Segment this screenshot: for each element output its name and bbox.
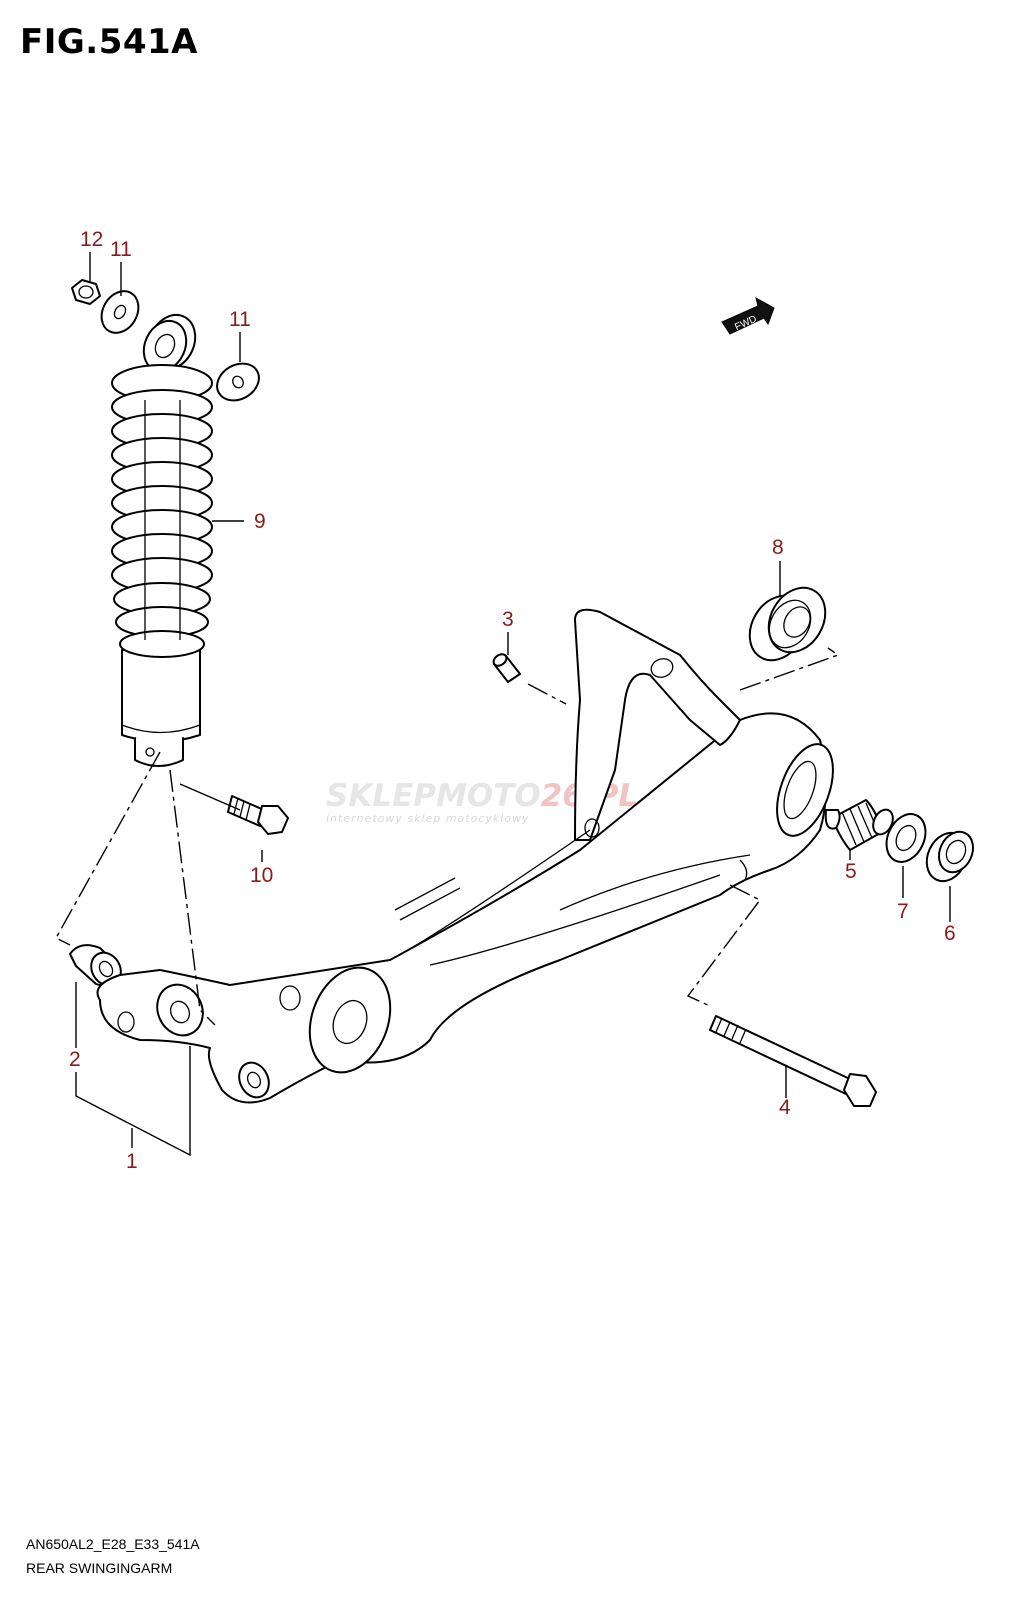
collar-3	[492, 653, 521, 683]
lock-nut-6	[925, 830, 975, 883]
pivot-bolt-4	[709, 1015, 877, 1107]
diagram-code: AN650AL2_E28_E33_541A	[26, 1536, 200, 1552]
callout-6: 6	[944, 922, 956, 945]
rear-swingarm	[96, 608, 834, 1104]
callouts: 12 11 11 9 10 3 8 5 7 6 4 2 1	[69, 228, 956, 1173]
callout-1: 1	[126, 1150, 138, 1173]
callout-7: 7	[897, 900, 909, 923]
forward-arrow-icon: FWD	[721, 297, 775, 335]
callout-4: 4	[779, 1096, 791, 1119]
callout-9: 9	[254, 510, 266, 533]
callout-5: 5	[845, 860, 857, 883]
coil-spring	[111, 364, 213, 658]
callout-11-right: 11	[229, 308, 251, 331]
nut-12	[71, 279, 101, 305]
washer-11b	[216, 362, 260, 402]
bearing-8	[748, 586, 827, 662]
callout-11-upper: 11	[110, 238, 132, 261]
callout-10: 10	[250, 864, 273, 887]
callout-12: 12	[80, 228, 103, 251]
rear-shock-absorber	[111, 313, 213, 767]
callout-8: 8	[772, 536, 784, 559]
pivot-adjuster-5	[824, 799, 894, 851]
figure-title: FIG.541A	[20, 22, 198, 62]
callout-2: 2	[69, 1048, 81, 1071]
washer-11a	[100, 290, 140, 334]
washer-7	[885, 813, 927, 863]
watermark-tagline: internetowy sklep motocyklowy	[326, 812, 530, 825]
diagram-caption: REAR SWINGINGARM	[26, 1560, 173, 1576]
callout-3: 3	[502, 608, 514, 631]
leader-lines	[55, 252, 951, 1157]
bolt-10	[227, 795, 289, 835]
